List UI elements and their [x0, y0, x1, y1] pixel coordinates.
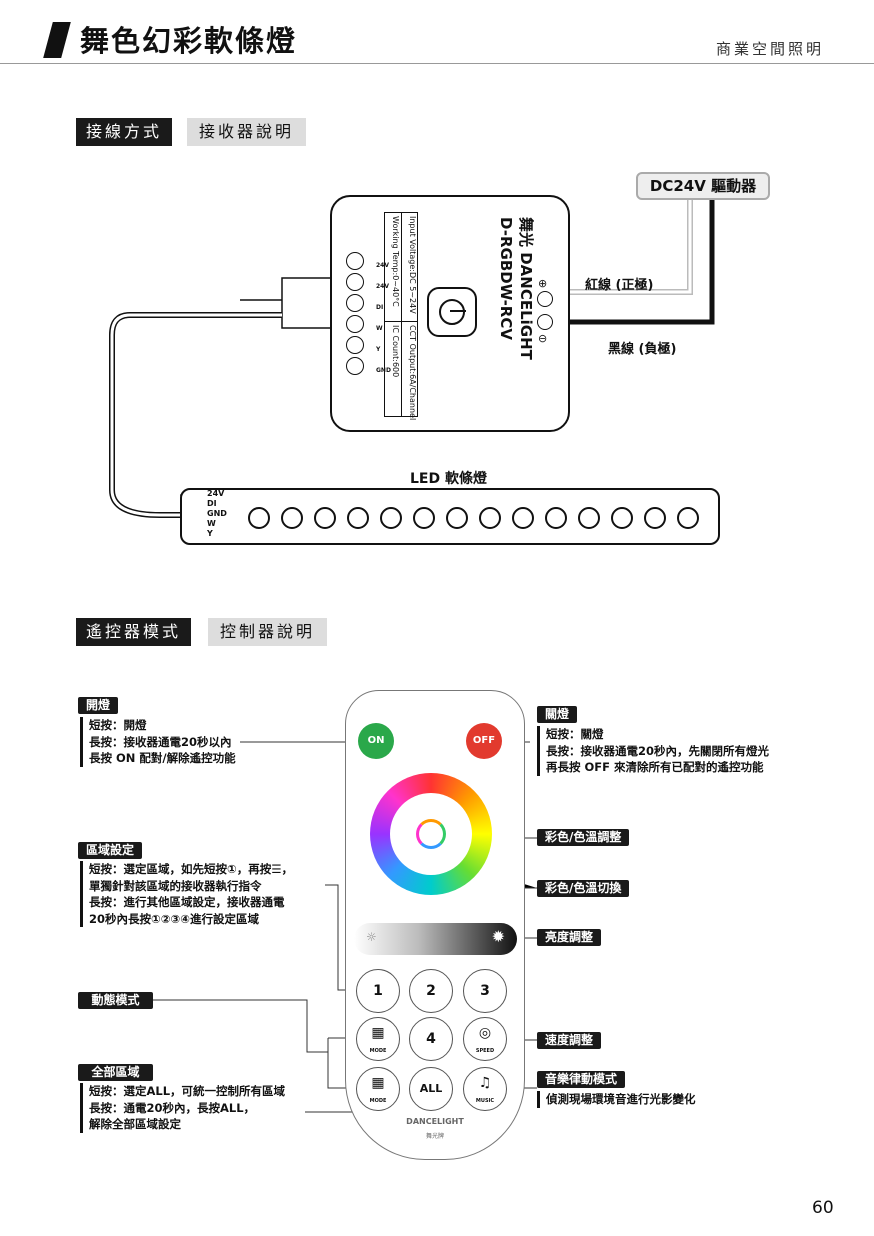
led-dot — [644, 507, 666, 529]
section-tab-remote: 遙控器模式 — [76, 618, 192, 646]
label-off: 關燈 — [537, 706, 578, 723]
led-dot — [479, 507, 501, 529]
led-dot — [314, 507, 336, 529]
black-wire-label: 黑線 (負極) — [608, 342, 677, 357]
on-button[interactable]: ON — [358, 723, 394, 759]
speed-icon: ◎ — [478, 1025, 492, 1041]
on-description: 短按：開燈長按：接收器通電20秒以內長按 ON 配對/解除遙控功能 — [80, 717, 236, 767]
led-dot — [347, 507, 369, 529]
led-dot — [512, 507, 534, 529]
label-speed: 速度調整 — [537, 1032, 602, 1049]
led-strip-label: LED 軟條燈 — [410, 471, 487, 487]
color-switch-icon[interactable] — [416, 819, 446, 849]
remote-brand-cn: 舞光牌 — [425, 1133, 444, 1140]
mode-plus-icon: ▦ — [371, 1025, 385, 1041]
brightness-slider[interactable]: ☼ ✹ — [354, 923, 517, 955]
remote-control: ON OFF ☼ ✹ 1 2 3 ▦MODE 4 ◎SPEED ▦MODE AL… — [345, 690, 525, 1160]
led-dot — [380, 507, 402, 529]
color-wheel[interactable] — [370, 773, 492, 895]
page-number: 60 — [812, 1198, 834, 1218]
led-dot — [281, 507, 303, 529]
terminal-block — [346, 252, 366, 375]
brightness-low-icon: ☼ — [366, 930, 377, 944]
music-icon: ♫ — [478, 1075, 492, 1091]
label-color-switch: 彩色/色溫切換 — [537, 880, 630, 897]
mode-minus-button[interactable]: ▦MODE — [356, 1067, 400, 1111]
remote-brand-logo: DANCELIGHT — [406, 1117, 464, 1126]
zone-4-button[interactable]: 4 — [409, 1017, 453, 1061]
music-description: 偵測現場環境音進行光影變化 — [537, 1091, 696, 1108]
music-button[interactable]: ♫MUSIC — [463, 1067, 507, 1111]
receiver-model: D-RGBDW-RCV — [497, 217, 515, 340]
pin-gnd: GND — [207, 509, 227, 518]
red-wire-label: 紅線 (正極) — [585, 278, 654, 293]
label-dynamic-mode: 動態模式 — [78, 992, 153, 1009]
led-dot — [446, 507, 468, 529]
led-dot — [413, 507, 435, 529]
speed-button[interactable]: ◎SPEED — [463, 1017, 507, 1061]
section-tab-wiring: 接線方式 — [76, 118, 173, 146]
off-button[interactable]: OFF — [466, 723, 502, 759]
led-dot — [545, 507, 567, 529]
pin-24v: 24V — [207, 489, 225, 498]
label-music-mode: 音樂律動模式 — [537, 1071, 626, 1088]
section-tab-receiver: 接收器說明 — [187, 118, 307, 146]
off-description: 短按：關燈長按：接收器通電20秒內，先關閉所有燈光再長按 OFF 來清除所有已配… — [537, 726, 769, 776]
led-strip — [180, 488, 720, 545]
label-brightness: 亮度調整 — [537, 929, 602, 946]
zone-description: 短按：選定區域，如先短按①，再按☰，單獨針對該區域的接收器執行指令長按：進行其他… — [80, 861, 293, 927]
spec-cct-output: CCT Output:6A/Channel — [408, 325, 417, 421]
led-dot — [248, 507, 270, 529]
power-button-icon — [427, 287, 477, 337]
pin-w: W — [207, 519, 216, 528]
label-all-zones: 全部區域 — [78, 1064, 153, 1081]
category-label: 商業空間照明 — [716, 40, 825, 58]
label-on: 開燈 — [78, 697, 119, 714]
minus-terminal-icon: ⊖ — [538, 332, 548, 345]
spec-working-temp: Working Temp:0~40°C — [391, 216, 400, 307]
plus-terminal-icon: ⊕ — [538, 277, 548, 290]
label-color-adjust: 彩色/色溫調整 — [537, 829, 630, 846]
label-zone: 區域設定 — [78, 842, 143, 859]
pin-y: Y — [207, 529, 213, 538]
spec-ic-count: IC Count:600 — [391, 325, 400, 378]
section-tab-controller: 控制器說明 — [208, 618, 328, 646]
all-button[interactable]: ALL — [409, 1067, 453, 1111]
receiver-box: 舞光 DANCELiGHT D-RGBDW-RCV Input Voltage:… — [330, 195, 570, 432]
spec-input-voltage: Input Voltage:DC 5~24V — [408, 216, 417, 314]
driver-box: DC24V 驅動器 — [636, 172, 770, 200]
zone-3-button[interactable]: 3 — [463, 969, 507, 1013]
pin-di: DI — [207, 499, 217, 508]
all-description: 短按：選定ALL，可統一控制所有區域長按：通電20秒內，長按ALL，解除全部區域… — [80, 1083, 285, 1133]
brightness-high-icon: ✹ — [491, 927, 505, 946]
led-dot — [611, 507, 633, 529]
spec-table: Input Voltage:DC 5~24V CCT Output:6A/Cha… — [384, 212, 418, 421]
header-divider — [0, 63, 874, 64]
mode-plus-button[interactable]: ▦MODE — [356, 1017, 400, 1061]
zone-1-button[interactable]: 1 — [356, 969, 400, 1013]
led-dot — [578, 507, 600, 529]
page-title: 舞色幻彩軟條燈 — [80, 24, 298, 58]
led-dot — [677, 507, 699, 529]
mode-minus-icon: ▦ — [371, 1075, 385, 1091]
receiver-brand: 舞光 DANCELiGHT — [517, 217, 535, 360]
zone-2-button[interactable]: 2 — [409, 969, 453, 1013]
